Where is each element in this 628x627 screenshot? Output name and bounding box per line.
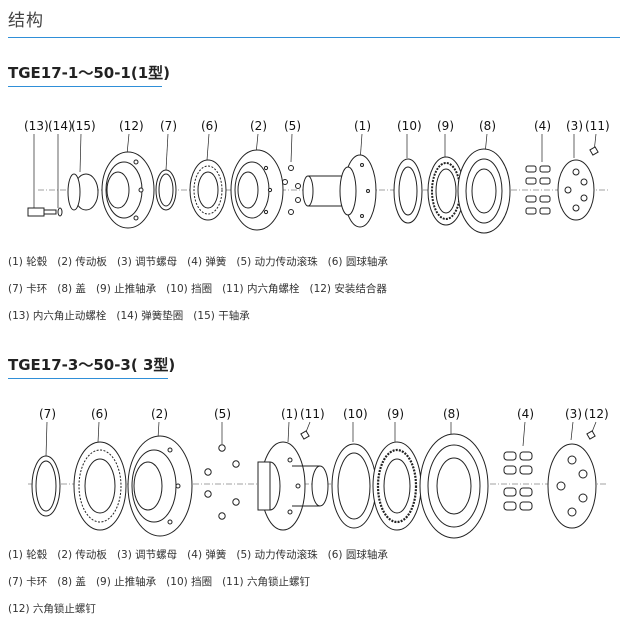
part-label-3: (3) (566, 119, 583, 133)
part-label-2: (2) (151, 407, 168, 421)
title-divider (8, 37, 620, 38)
part-label-13: (13) (24, 119, 49, 133)
part-11-hex-bolt (589, 146, 599, 156)
part-label-1: (1) (354, 119, 371, 133)
part-label-12: (12) (584, 407, 609, 421)
part-label-7: (7) (39, 407, 56, 421)
part-7-snap-ring (155, 169, 177, 211)
part-label-5: (5) (284, 119, 301, 133)
part-label-10: (10) (343, 407, 368, 421)
part-13-hex-stopper-bolt (27, 207, 57, 217)
part-5-drive-balls (204, 444, 240, 520)
exploded-diagram-type1: (13) (14) (15) (12) (7) (6) (2) (5) (1) … (24, 119, 610, 234)
part-15-dry-bearing (67, 173, 99, 211)
part-label-6: (6) (91, 407, 108, 421)
part-label-10: (10) (397, 119, 422, 133)
part-10-retaining-ring (393, 158, 423, 224)
part-4-springs (503, 451, 533, 511)
part-12-mounting-adapter (101, 151, 155, 229)
part-label-8: (8) (479, 119, 496, 133)
part-8-cover (457, 148, 511, 234)
part-10-retaining-ring (331, 443, 377, 529)
part-label-2: (2) (250, 119, 267, 133)
page-title: 结构 (8, 11, 44, 31)
part-1-hub (257, 441, 329, 531)
section-divider-type3 (8, 378, 168, 379)
part-label-3: (3) (565, 407, 582, 421)
legend-line: (1) 轮毂 (2) 传动板 (3) 调节螺母 (4) 弹簧 (5) 动力传动滚… (8, 256, 388, 268)
section-heading-type3: TGE17-3～50-3( 3型) (8, 356, 176, 374)
legend-line: (12) 六角锁止螺钉 (8, 603, 96, 615)
part-12-hex-lock-screw (586, 430, 596, 440)
part-3-adjustment-nut (547, 443, 597, 529)
exploded-diagram-type3: (7) (6) (2) (5) (1) (11) (10) (9) (8) (4… (28, 407, 609, 539)
part-label-6: (6) (201, 119, 218, 133)
part-7-snap-ring (31, 455, 61, 517)
section-divider-type1 (8, 86, 162, 87)
part-1-hub (302, 154, 377, 228)
part-9-thrust-bearing (372, 441, 422, 531)
part-6-ball-bearing (73, 441, 127, 531)
part-8-cover (419, 433, 489, 539)
part-label-1: (1) (281, 407, 298, 421)
part-2-drive-plate (127, 435, 193, 537)
part-label-5: (5) (214, 407, 231, 421)
legend-line: (1) 轮毂 (2) 传动板 (3) 调节螺母 (4) 弹簧 (5) 动力传动滚… (8, 549, 388, 561)
legend-line: (7) 卡环 (8) 盖 (9) 止推轴承 (10) 挡圈 (11) 六角锁止螺… (8, 576, 310, 588)
legend-line: (7) 卡环 (8) 盖 (9) 止推轴承 (10) 挡圈 (11) 内六角螺栓… (8, 283, 387, 295)
part-6-ball-bearing (189, 159, 227, 221)
part-label-9: (9) (437, 119, 454, 133)
part-label-15: (15) (71, 119, 96, 133)
part-label-12: (12) (119, 119, 144, 133)
part-label-11: (11) (585, 119, 610, 133)
part-label-8: (8) (443, 407, 460, 421)
part-3-adjustment-nut (557, 159, 595, 221)
part-4-springs (525, 165, 551, 215)
part-label-4: (4) (517, 407, 534, 421)
section-heading-type1: TGE17-1～50-1(1型) (8, 64, 171, 82)
part-14-spring-washer (57, 207, 63, 217)
part-label-9: (9) (387, 407, 404, 421)
part-11-hex-lock-screw (300, 430, 310, 440)
part-label-7: (7) (160, 119, 177, 133)
legend-line: (13) 内六角止动螺栓 (14) 弹簧垫圈 (15) 干轴承 (8, 310, 250, 322)
part-2-drive-plate (230, 149, 284, 231)
part-label-11: (11) (300, 407, 325, 421)
part-label-4: (4) (534, 119, 551, 133)
part-5-drive-balls (282, 165, 301, 215)
part-label-14: (14) (48, 119, 73, 133)
